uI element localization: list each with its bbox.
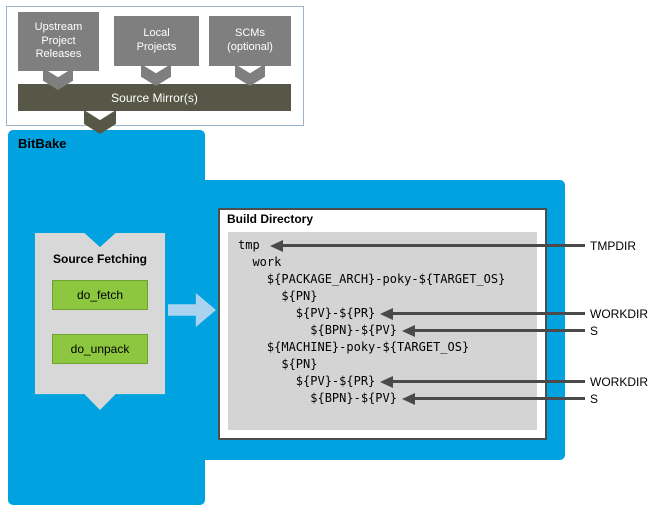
build-directory-label: Build Directory	[227, 212, 314, 226]
annotation-arrow	[281, 244, 585, 247]
source-fetching-panel	[35, 233, 165, 410]
source-box-scms: SCMs (optional)	[209, 16, 291, 66]
task-label: do_fetch	[76, 288, 124, 302]
source-mirrors-bar: Source Mirror(s)	[18, 84, 291, 111]
source-box-label: Upstream Project Releases	[34, 20, 83, 61]
down-chevron-icon	[141, 64, 171, 86]
annotation-label-s-1: S	[590, 324, 599, 338]
task-do-unpack: do_unpack	[52, 334, 148, 364]
directory-tree: tmp work ${PACKAGE_ARCH}-poky-${TARGET_O…	[228, 232, 537, 430]
source-box-local-projects: Local Projects	[114, 16, 199, 66]
tree-line: ${PN}	[238, 357, 318, 371]
annotation-label-s-2: S	[590, 392, 599, 406]
task-label: do_unpack	[70, 342, 130, 356]
tree-line: ${PACKAGE_ARCH}-poky-${TARGET_OS}	[238, 272, 506, 286]
source-mirrors-label: Source Mirror(s)	[111, 90, 198, 105]
down-chevron-icon	[235, 64, 265, 86]
annotation-arrow-head-icon	[402, 325, 415, 337]
tree-line: work	[238, 255, 282, 269]
down-chevron-icon	[43, 68, 73, 90]
annotation-arrow-head-icon	[380, 308, 393, 320]
source-box-label: Local Projects	[136, 27, 177, 53]
tree-line: tmp	[238, 238, 260, 252]
annotation-arrow-head-icon	[402, 393, 415, 405]
annotation-arrow	[413, 397, 585, 400]
tree-line: ${BPN}-${PV}	[238, 391, 397, 405]
tree-line: ${BPN}-${PV}	[238, 323, 397, 337]
annotation-arrow-head-icon	[270, 240, 283, 252]
bitbake-label: BitBake	[18, 136, 67, 151]
annotation-label-workdir-1: WORKDIR	[590, 307, 648, 321]
annotation-arrow-head-icon	[380, 376, 393, 388]
tree-line: ${PN}	[238, 289, 318, 303]
source-fetching-label: Source Fetching	[52, 252, 147, 266]
annotation-arrow	[391, 312, 585, 315]
source-box-upstream-releases: Upstream Project Releases	[18, 12, 99, 71]
tree-line: ${PV}-${PR}	[238, 306, 376, 320]
tree-line: ${MACHINE}-poky-${TARGET_OS}	[238, 340, 470, 354]
annotation-arrow	[413, 329, 585, 332]
source-box-label: SCMs (optional)	[227, 27, 273, 53]
tree-line: ${PV}-${PR}	[238, 374, 376, 388]
annotation-label-workdir-2: WORKDIR	[590, 375, 648, 389]
annotation-label-tmpdir: TMPDIR	[590, 239, 636, 253]
task-do-fetch: do_fetch	[52, 280, 148, 310]
annotation-arrow	[391, 380, 585, 383]
